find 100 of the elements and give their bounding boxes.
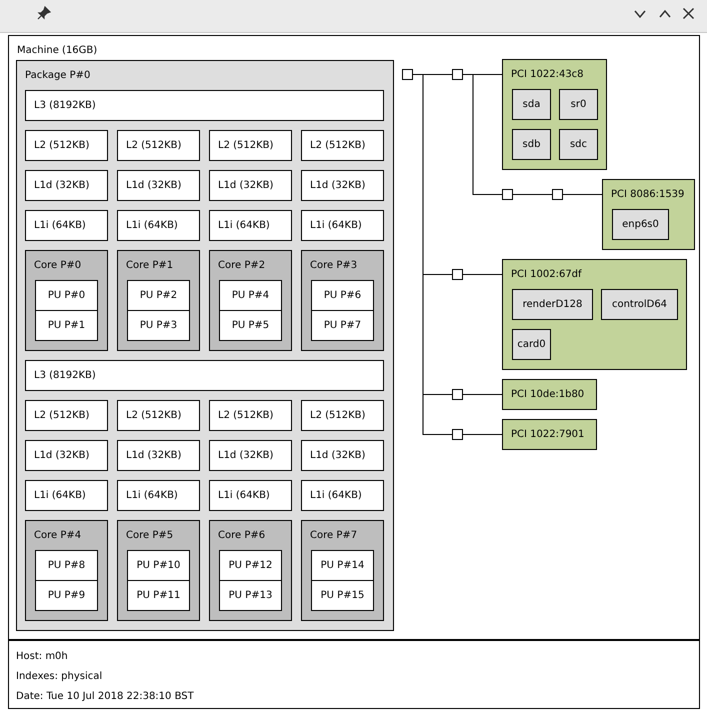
cache-label: L2 (512KB) bbox=[34, 140, 90, 151]
pci-device-label: PCI 10de:1b80 bbox=[511, 389, 584, 400]
cache-box bbox=[209, 130, 292, 161]
cache-box bbox=[25, 400, 108, 431]
cache-box bbox=[117, 440, 200, 471]
pci-device-box bbox=[502, 259, 687, 370]
info-text: Host: m0h bbox=[16, 651, 68, 662]
pu-label: PU P#4 bbox=[232, 290, 270, 301]
cache-box bbox=[209, 480, 292, 511]
pu-box bbox=[127, 280, 190, 311]
cache-box bbox=[25, 360, 384, 391]
pu-label: PU P#7 bbox=[324, 320, 362, 331]
cache-label: L1d (32KB) bbox=[218, 180, 274, 191]
cache-label: L1i (64KB) bbox=[126, 220, 178, 231]
core-box bbox=[25, 520, 108, 621]
pu-label: PU P#8 bbox=[48, 560, 86, 571]
pu-box bbox=[127, 550, 190, 581]
os-device-label: card0 bbox=[517, 339, 546, 350]
pu-label: PU P#14 bbox=[320, 560, 364, 571]
cache-box bbox=[301, 170, 384, 201]
machine-box bbox=[8, 35, 700, 640]
pu-box bbox=[311, 280, 374, 311]
os-device-box bbox=[512, 289, 593, 320]
pu-box bbox=[311, 550, 374, 581]
cache-label: L1d (32KB) bbox=[218, 450, 274, 461]
bridge-square bbox=[452, 269, 463, 280]
cache-box bbox=[117, 170, 200, 201]
cache-label: L1i (64KB) bbox=[310, 490, 362, 501]
cache-label: L3 (8192KB) bbox=[34, 370, 96, 381]
pu-box bbox=[35, 310, 98, 341]
pu-box bbox=[35, 580, 98, 611]
cache-box bbox=[25, 210, 108, 241]
core-box bbox=[209, 250, 292, 351]
cache-box bbox=[25, 480, 108, 511]
os-device-label: enp6s0 bbox=[622, 219, 659, 230]
cache-label: L2 (512KB) bbox=[310, 410, 366, 421]
cache-label: L2 (512KB) bbox=[126, 140, 182, 151]
pu-label: PU P#0 bbox=[48, 290, 86, 301]
core-label: Core P#7 bbox=[310, 530, 358, 541]
cache-label: L2 (512KB) bbox=[126, 410, 182, 421]
cache-box bbox=[25, 170, 108, 201]
core-box bbox=[25, 250, 108, 351]
pu-box bbox=[127, 310, 190, 341]
pci-device-box bbox=[502, 59, 607, 170]
pci-device-label: PCI 8086:1539 bbox=[611, 189, 684, 200]
pci-device-box bbox=[502, 379, 597, 410]
core-box bbox=[301, 250, 384, 351]
cache-label: L1i (64KB) bbox=[218, 490, 270, 501]
cache-box bbox=[209, 210, 292, 241]
pci-device-label: PCI 1002:67df bbox=[511, 269, 582, 280]
os-device-label: renderD128 bbox=[522, 299, 582, 310]
cache-box bbox=[301, 480, 384, 511]
bridge-square bbox=[502, 189, 513, 200]
pu-box bbox=[311, 580, 374, 611]
core-box bbox=[209, 520, 292, 621]
cache-label: L1d (32KB) bbox=[126, 450, 182, 461]
core-label: Core P#0 bbox=[34, 260, 82, 271]
pci-device-label: PCI 1022:43c8 bbox=[511, 69, 584, 80]
info-text: Indexes: physical bbox=[16, 671, 102, 682]
bridge-square bbox=[452, 69, 463, 80]
pu-box bbox=[35, 550, 98, 581]
info-text: Date: Tue 10 Jul 2018 22:38:10 BST bbox=[16, 691, 194, 702]
pu-label: PU P#6 bbox=[324, 290, 362, 301]
connector-line bbox=[462, 394, 502, 395]
os-device-box bbox=[512, 129, 551, 160]
pu-label: PU P#10 bbox=[136, 560, 180, 571]
pu-label: PU P#11 bbox=[136, 590, 180, 601]
os-device-box bbox=[512, 329, 551, 360]
pci-device-box bbox=[502, 419, 597, 450]
package-box bbox=[16, 60, 394, 631]
pu-label: PU P#15 bbox=[320, 590, 364, 601]
bridge-square bbox=[452, 389, 463, 400]
pu-label: PU P#1 bbox=[48, 320, 86, 331]
core-label: Core P#1 bbox=[126, 260, 174, 271]
core-box bbox=[301, 520, 384, 621]
cache-label: L2 (512KB) bbox=[310, 140, 366, 151]
cache-label: L1d (32KB) bbox=[34, 180, 90, 191]
pu-box bbox=[311, 310, 374, 341]
cache-box bbox=[117, 210, 200, 241]
cache-box bbox=[25, 440, 108, 471]
core-box bbox=[117, 520, 200, 621]
core-label: Core P#6 bbox=[218, 530, 266, 541]
cache-box bbox=[117, 400, 200, 431]
cache-label: L1i (64KB) bbox=[34, 220, 86, 231]
connector-line bbox=[512, 194, 552, 195]
cache-label: L1d (32KB) bbox=[126, 180, 182, 191]
pci-device-box bbox=[602, 179, 695, 250]
os-device-box bbox=[612, 209, 669, 240]
cache-label: L1i (64KB) bbox=[34, 490, 86, 501]
machine-label: Machine (16GB) bbox=[17, 45, 98, 56]
cache-label: L1d (32KB) bbox=[34, 450, 90, 461]
cache-label: L2 (512KB) bbox=[34, 410, 90, 421]
cache-label: L1d (32KB) bbox=[310, 180, 366, 191]
cache-label: L1i (64KB) bbox=[126, 490, 178, 501]
os-device-label: sda bbox=[522, 99, 540, 110]
cache-label: L1i (64KB) bbox=[218, 220, 270, 231]
pu-label: PU P#12 bbox=[228, 560, 272, 571]
core-box bbox=[117, 250, 200, 351]
cache-label: L1d (32KB) bbox=[310, 450, 366, 461]
os-device-box bbox=[559, 89, 598, 120]
